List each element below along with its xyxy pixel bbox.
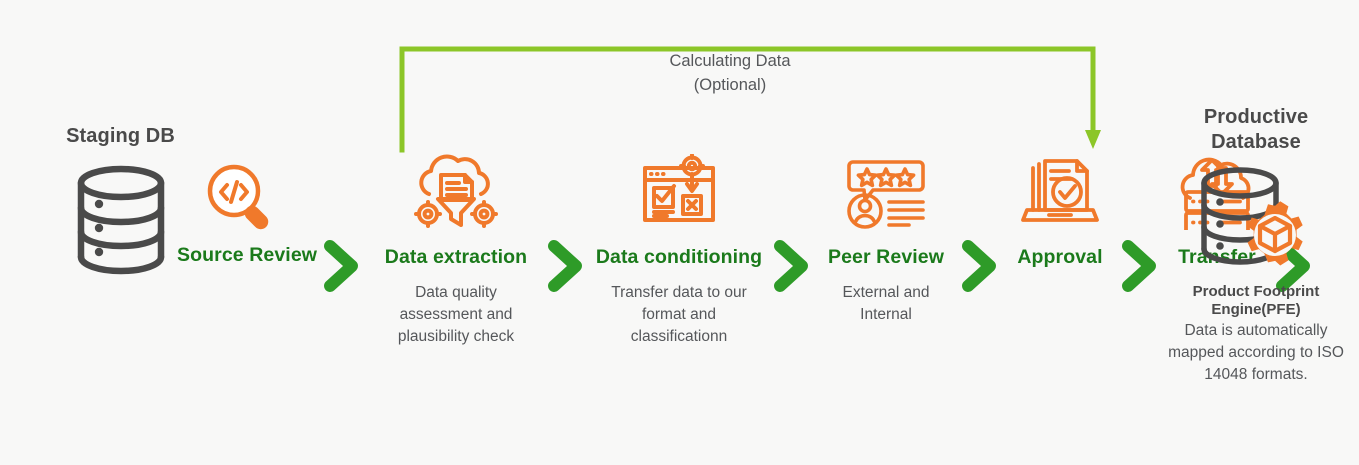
step-label-approval: Approval: [1017, 246, 1103, 268]
chevron-arrow-icon: [1276, 240, 1310, 292]
step-desc-data-extraction: Data quality assessment and plausibility…: [397, 283, 515, 345]
chevron-arrow-icon: [324, 240, 358, 292]
productive-database-endpoint: Productive Database: [1158, 105, 1354, 386]
magnifier-code-icon: [207, 164, 269, 230]
step-desc-peer-review: External and Internal: [842, 283, 930, 323]
step-label-peer-review: Peer Review: [827, 246, 944, 268]
productive-database-title: Productive Database: [1204, 105, 1308, 155]
feedback-loop-label: Calculating Data (Optional): [560, 50, 900, 98]
chevron-arrow-icon: [548, 240, 582, 292]
step-label-data-conditioning: Data conditioning: [595, 246, 763, 268]
chevron-arrow-icon: [774, 240, 808, 292]
step-desc-data-conditioning: Transfer data to our format and classifi…: [611, 283, 747, 345]
step-approval: Approval: [1004, 150, 1116, 268]
step-label-data-extraction: Data extraction: [384, 246, 528, 268]
productive-database-title-line2: Database: [1211, 131, 1301, 153]
pfe-engine-name: Product Footprint Engine(PFE): [1193, 283, 1320, 319]
cloud-funnel-gears-icon: [414, 154, 498, 228]
chevron-arrow-icon: [1122, 240, 1156, 292]
step-source-review: Source Review: [177, 244, 318, 266]
pfe-engine-name-line2: Engine(PFE): [1211, 301, 1301, 318]
feedback-loop-label-line2: (Optional): [693, 75, 767, 94]
database-icon: [77, 165, 164, 275]
step-data-extraction: Data extraction Data quality assessment …: [370, 150, 542, 348]
step-data-conditioning: Data conditioning Transfer data to our f…: [590, 150, 768, 348]
pfe-description: Data is automatically mapped according t…: [1168, 322, 1344, 383]
chevron-arrow-icon: [962, 240, 996, 292]
laptop-document-check-icon: [1021, 159, 1099, 222]
stars-review-person-icon: [847, 160, 925, 229]
feedback-loop-label-line1: Calculating Data: [669, 52, 791, 70]
pfe-engine-name-line1: Product Footprint: [1192, 283, 1320, 300]
staging-db-title: Staging DB: [66, 125, 175, 147]
database-gear-cube-icon: [1201, 167, 1303, 266]
productive-database-title-line1: Productive: [1203, 106, 1309, 128]
staging-db-endpoint: Staging DB: [28, 124, 213, 279]
step-label-source-review: Source Review: [177, 244, 318, 266]
window-checkbox-gear-icon: [643, 154, 715, 222]
step-peer-review: Peer Review External and Internal: [816, 150, 956, 326]
